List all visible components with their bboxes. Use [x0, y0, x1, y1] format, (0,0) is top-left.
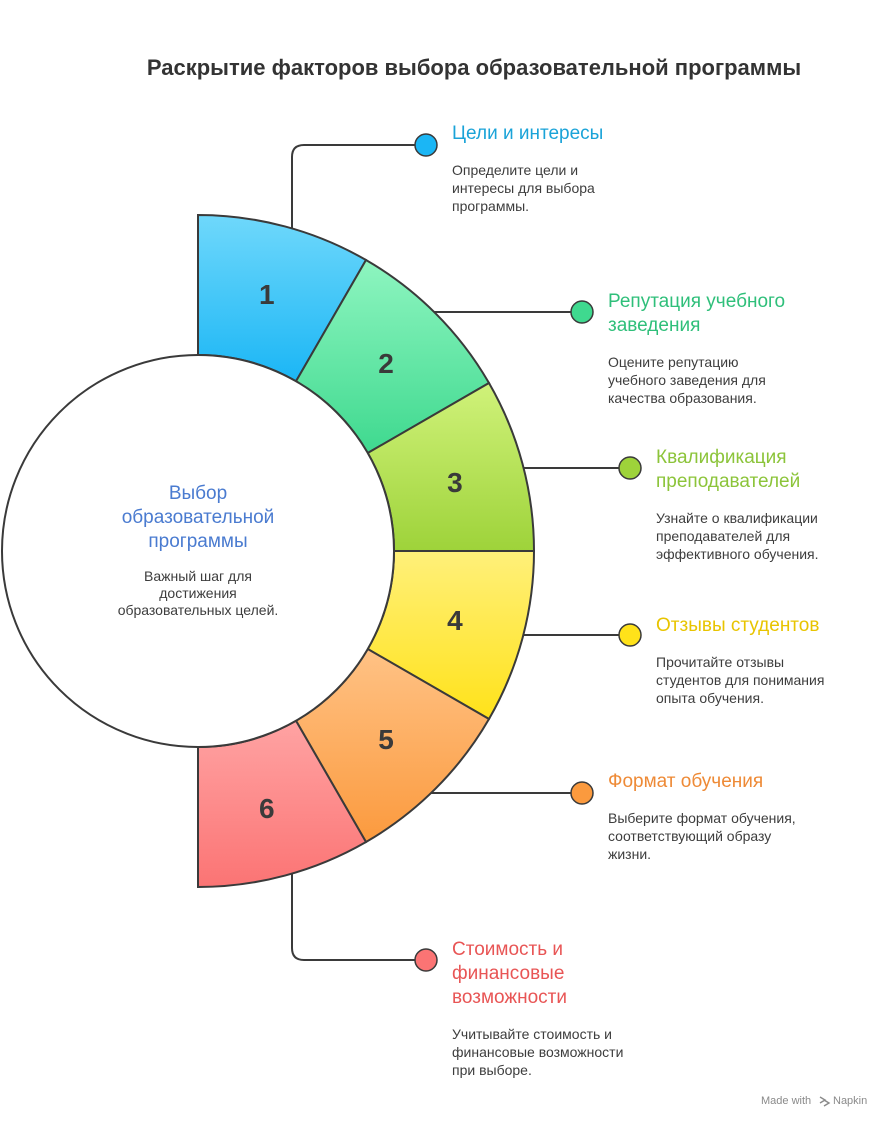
factor-description-3: преподавателей для [656, 528, 790, 544]
factor-heading-4: Отзывы студентов [656, 615, 819, 636]
segment-number-2: 2 [378, 348, 394, 379]
connectors [291, 144, 630, 961]
factor-description-6: Учитывайте стоимость и [452, 1026, 612, 1042]
factor-heading-2: Репутация учебного [608, 291, 785, 312]
segment-number-3: 3 [447, 467, 463, 498]
center-circle [1, 354, 395, 748]
marker-dot-5 [570, 781, 594, 805]
factor-heading-6: возможности [452, 987, 567, 1008]
page-title: Раскрытие факторов выбора образовательно… [147, 55, 801, 80]
center-description: Важный шаг для [144, 568, 252, 584]
factor-description-2: Оцените репутацию [608, 354, 739, 370]
footer: Made with Napkin [761, 1095, 867, 1107]
connector-line-6 [291, 873, 426, 961]
marker-dot-3 [618, 456, 642, 480]
footer-made-with: Made with [761, 1095, 811, 1107]
factor-heading-6: Стоимость и [452, 939, 563, 960]
factor-heading-5: Формат обучения [608, 771, 763, 792]
factor-description-2: учебного заведения для [608, 372, 766, 388]
center-title: программы [148, 531, 247, 552]
factor-heading-3: преподавателей [656, 471, 800, 492]
factor-description-5: Выберите формат обучения, [608, 810, 796, 826]
factor-description-1: Определите цели и [452, 162, 578, 178]
factor-description-6: при выборе. [452, 1062, 532, 1078]
factor-description-6: финансовые возможности [452, 1044, 623, 1060]
factor-description-2: качества образования. [608, 390, 757, 406]
factor-heading-2: заведения [608, 315, 700, 336]
factor-description-3: эффективного обучения. [656, 546, 819, 562]
factor-heading-1: Цели и интересы [452, 123, 603, 144]
marker-dot-6 [414, 948, 438, 972]
segment-number-1: 1 [259, 279, 275, 310]
factor-heading-6: финансовые [452, 963, 564, 984]
segment-number-6: 6 [259, 793, 275, 824]
marker-dot-2 [570, 300, 594, 324]
footer-brand: Napkin [833, 1095, 867, 1107]
center-description: достижения [159, 585, 236, 601]
center-description: образовательных целей. [118, 602, 279, 618]
segment-number-4: 4 [447, 605, 463, 636]
factor-description-5: жизни. [608, 846, 651, 862]
marker-dot-1 [414, 133, 438, 157]
connector-line-1 [291, 144, 426, 229]
marker-dot-4 [618, 623, 642, 647]
factor-description-4: опыта обучения. [656, 690, 764, 706]
factor-description-3: Узнайте о квалификации [656, 510, 818, 526]
factor-description-1: интересы для выбора [452, 180, 595, 196]
center-title: Выбор [169, 483, 227, 504]
factor-description-1: программы. [452, 198, 529, 214]
factor-description-4: Прочитайте отзывы [656, 654, 784, 670]
napkin-logo-icon [819, 1096, 831, 1107]
center-title: образовательной [122, 507, 275, 528]
factor-description-5: соответствующий образу [608, 828, 771, 844]
factor-heading-3: Квалификация [656, 447, 787, 468]
segments-ring: 1 2 3 4 5 6 [197, 213, 536, 889]
segment-number-5: 5 [378, 724, 394, 755]
factor-description-4: студентов для понимания [656, 672, 824, 688]
